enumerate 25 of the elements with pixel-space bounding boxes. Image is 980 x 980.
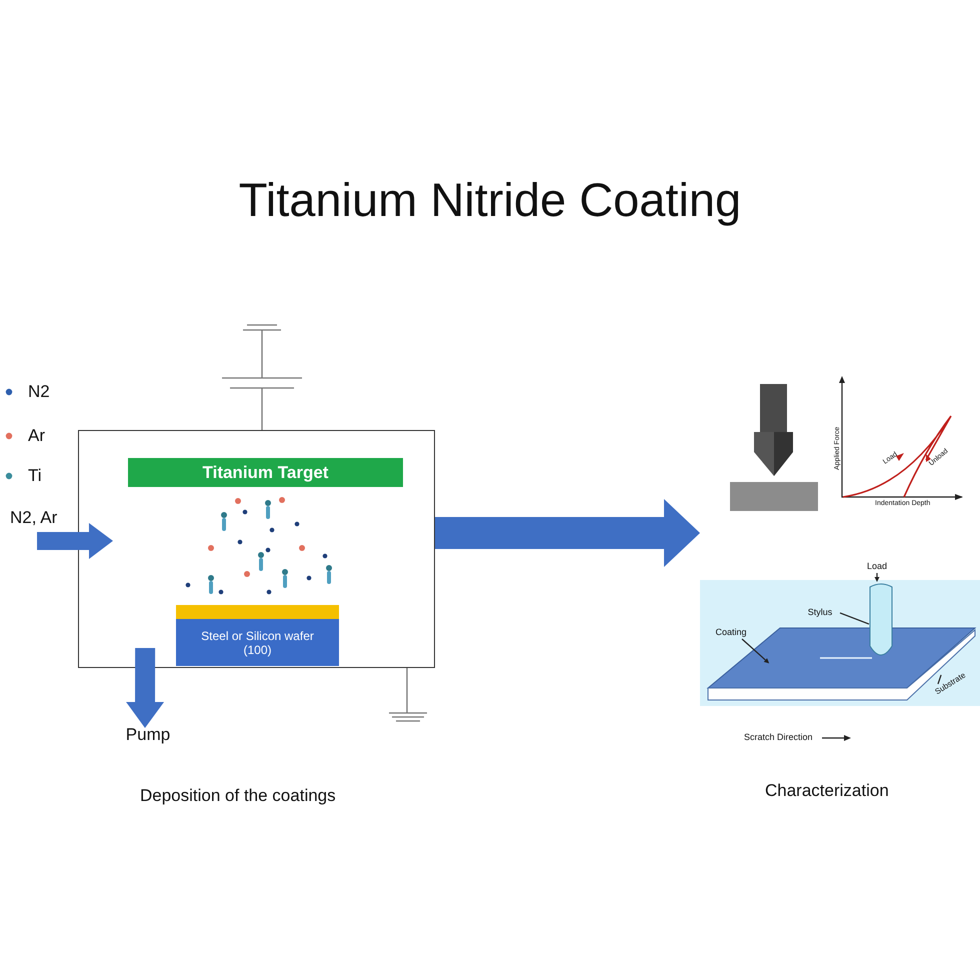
block-arrow bbox=[435, 499, 700, 567]
target-plate: Titanium Target bbox=[202, 462, 328, 482]
caption: Characterization bbox=[765, 781, 889, 801]
scratch-test-background bbox=[700, 580, 980, 706]
legend-label: Ar bbox=[28, 426, 45, 446]
legend-label: N2 bbox=[28, 382, 50, 402]
substrate-layer bbox=[707, 628, 977, 702]
load-label: Load bbox=[866, 561, 888, 571]
coating-layer bbox=[176, 605, 339, 619]
gas-inlet-label: N2, Ar bbox=[10, 508, 58, 528]
leader-arrow bbox=[742, 638, 770, 664]
block-arrow bbox=[126, 648, 164, 728]
caption: Scratch Direction bbox=[744, 732, 813, 742]
leader-arrow bbox=[874, 573, 880, 582]
title: Titanium Nitride Coating bbox=[238, 172, 742, 227]
wafer-substrate: Steel or Silicon wafer (100) bbox=[200, 628, 315, 656]
leader-line bbox=[937, 674, 942, 684]
stylus-label: Stylus bbox=[808, 607, 832, 617]
pump-label: Pump bbox=[126, 725, 170, 745]
stylus-cylinder bbox=[869, 583, 893, 656]
caption: Deposition of the coatings bbox=[140, 786, 336, 806]
deposition-chamber bbox=[78, 430, 435, 668]
block-arrow bbox=[37, 522, 113, 559]
legend-label: Ti bbox=[28, 466, 42, 486]
coating-label: Coating bbox=[715, 627, 747, 637]
